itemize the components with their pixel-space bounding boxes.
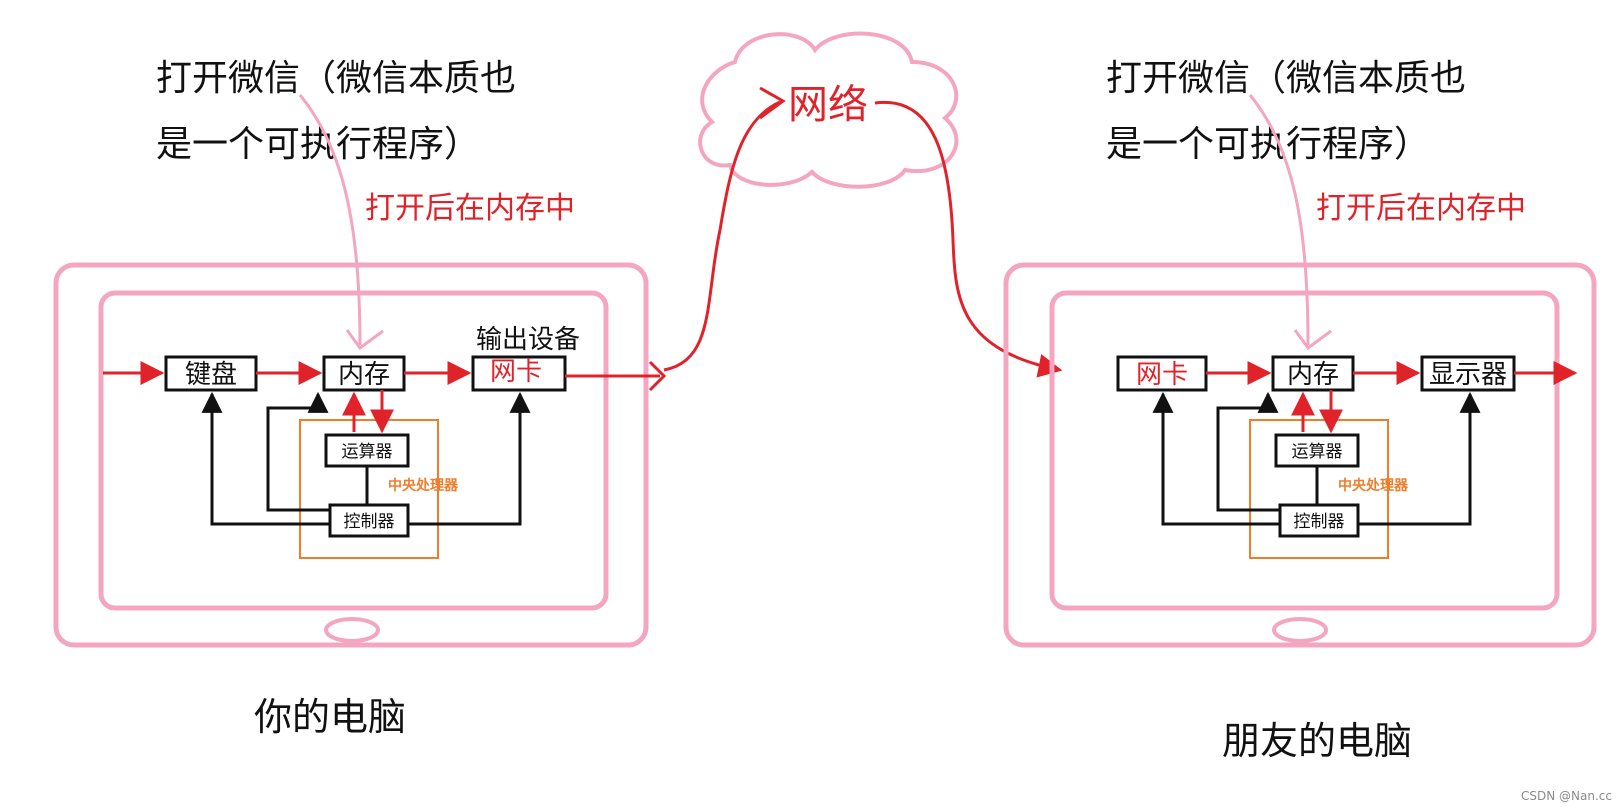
- left-title-pointer: [298, 94, 362, 346]
- right-box-alu: [1274, 433, 1360, 468]
- network-label: 网络: [788, 82, 868, 128]
- left-cpu-label: 中央处理器: [388, 477, 459, 494]
- right-title-pointer: [1248, 94, 1310, 346]
- left-title-pointer-head: [345, 329, 384, 351]
- left-device-outer-frame: [53, 262, 649, 648]
- right-caption: 朋友的电脑: [1222, 719, 1412, 763]
- right-box-memory: [1271, 355, 1355, 392]
- right-title-line2: 是一个可执行程序）: [1106, 124, 1430, 165]
- network-cloud-shape: [698, 31, 959, 189]
- right-box-display-label: 显示器: [1429, 360, 1507, 390]
- right-box-alu-label: 运算器: [1292, 442, 1343, 462]
- left-control-to-keyboard: [201, 391, 330, 526]
- right-device-home-button: [1272, 617, 1328, 643]
- right-box-memory-label: 内存: [1287, 360, 1339, 390]
- right-memory-note: 打开后在内存中: [1316, 191, 1526, 226]
- left-box-nic: [471, 355, 567, 392]
- left-box-memory-label: 内存: [338, 360, 390, 390]
- left-cpu-region: [299, 419, 439, 559]
- right-control-to-nic: [1152, 391, 1280, 526]
- right-control-to-memory: [1216, 391, 1280, 512]
- right-computer: 打开微信（微信本质也 是一个可执行程序） 打开后在内存中 网卡 内存 显示器 运…: [1003, 58, 1597, 763]
- right-cpu-label: 中央处理器: [1338, 477, 1409, 494]
- left-control-to-nic: [408, 391, 531, 526]
- left-box-nic-label: 网卡: [490, 357, 542, 387]
- left-title-line1: 打开微信（微信本质也: [156, 58, 516, 99]
- right-box-control: [1278, 503, 1360, 538]
- left-box-memory: [322, 355, 406, 392]
- link-left-to-network: [663, 100, 781, 372]
- left-device-home-button: [324, 617, 380, 643]
- left-computer: 打开微信（微信本质也 是一个可执行程序） 打开后在内存中 键盘 内存 输出设备 …: [53, 58, 667, 739]
- right-title-line1: 打开微信（微信本质也: [1106, 58, 1466, 99]
- link-network-to-right: [874, 100, 1063, 378]
- left-arrow-nic-out-head: [648, 360, 667, 392]
- link-left-to-network-head: [759, 86, 786, 120]
- left-box-alu-label: 运算器: [342, 442, 393, 462]
- right-box-nic: [1116, 355, 1208, 392]
- right-title-pointer-head: [1293, 329, 1332, 351]
- right-box-display: [1420, 355, 1516, 392]
- left-control-to-memory: [266, 391, 330, 512]
- right-device-outer-frame: [1003, 262, 1597, 648]
- left-caption: 你的电脑: [254, 695, 406, 739]
- right-control-to-display: [1358, 391, 1481, 526]
- left-box-control: [328, 503, 410, 538]
- left-title-line2: 是一个可执行程序）: [156, 124, 480, 165]
- left-device-screen-frame: [98, 290, 609, 611]
- left-box-keyboard-label: 键盘: [185, 360, 237, 390]
- left-box-keyboard: [164, 355, 258, 392]
- left-output-device-label: 输出设备: [476, 325, 580, 355]
- left-memory-note: 打开后在内存中: [365, 191, 575, 226]
- right-box-nic-label: 网卡: [1136, 360, 1188, 390]
- left-box-alu: [324, 433, 410, 468]
- left-box-control-label: 控制器: [344, 512, 395, 532]
- watermark: CSDN @Nan.cc: [1521, 789, 1612, 803]
- network-cloud: 网络: [698, 31, 959, 189]
- right-box-control-label: 控制器: [1294, 512, 1345, 532]
- right-device-screen-frame: [1049, 290, 1560, 611]
